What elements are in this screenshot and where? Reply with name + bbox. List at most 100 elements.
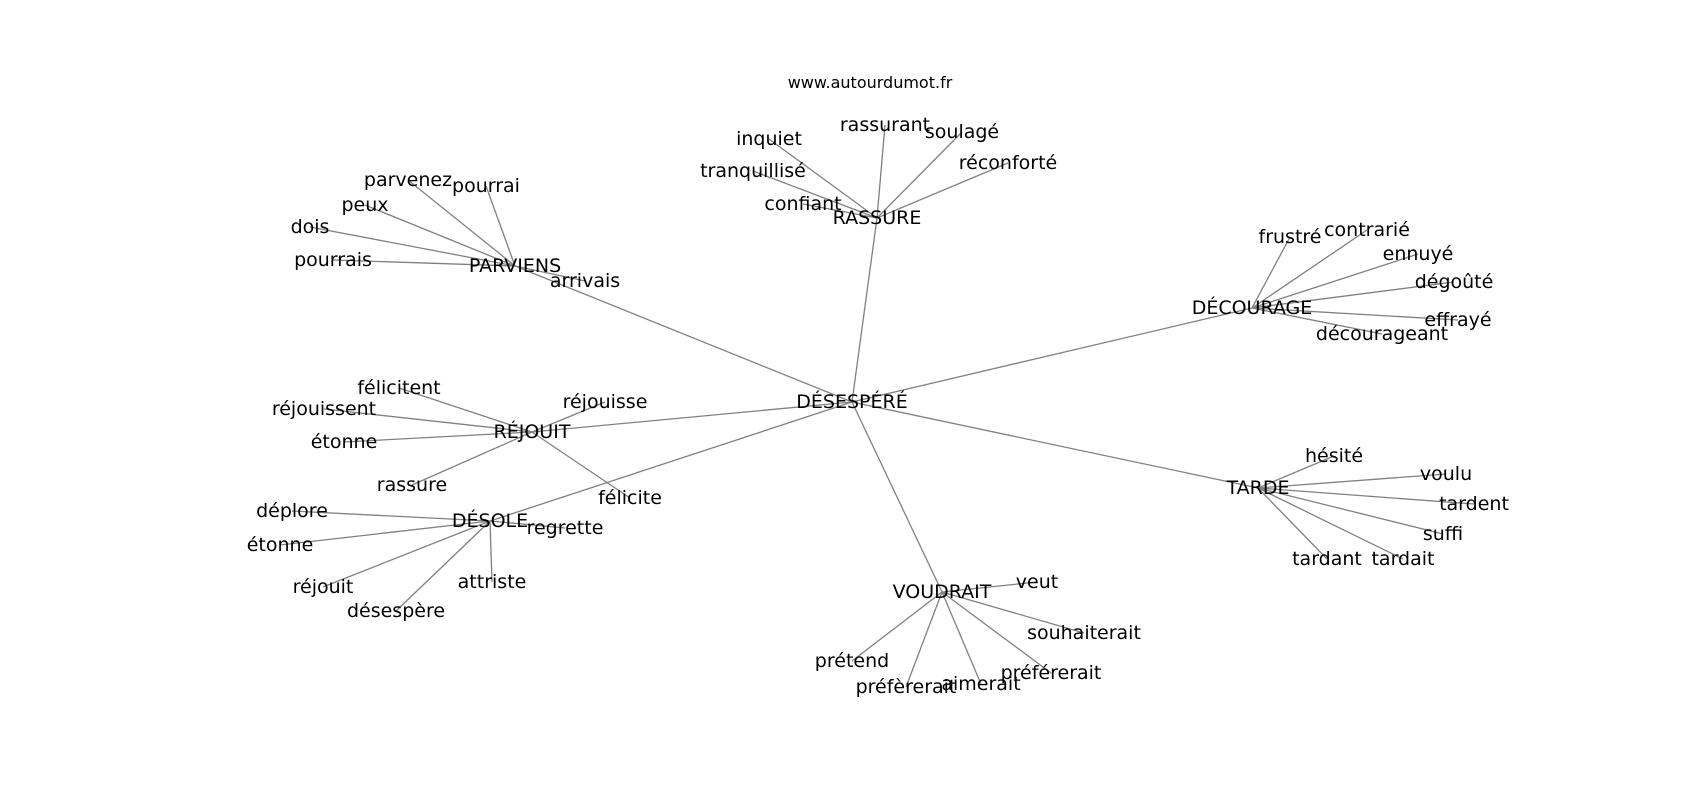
edge-parviens-peux [364, 204, 516, 267]
leaf-node-prefererait[interactable]: préférerait [1001, 662, 1102, 684]
hub-node-desole[interactable]: DÉSOLE [452, 509, 528, 532]
edge-rejouit-rejouisse [531, 401, 606, 433]
edge-parviens-dois [309, 226, 516, 267]
leaf-node-frustre[interactable]: frustré [1259, 226, 1322, 248]
edge-center-rassure [851, 217, 878, 403]
edge-voudrait-souhaiterait [941, 591, 1085, 634]
leaf-node-voulu[interactable]: voulu [1420, 463, 1472, 485]
edge-rassure-soulage [876, 131, 963, 219]
edge-rassure-rassurant [876, 124, 886, 219]
leaf-node-etonne[interactable]: étonne [247, 534, 314, 556]
leaf-node-rejouissent[interactable]: réjouissent [272, 398, 376, 420]
leaf-node-pourrai[interactable]: pourrai [452, 175, 520, 197]
leaf-node-tranquillise[interactable]: tranquillisé [700, 160, 806, 182]
leaf-node-pretend[interactable]: prétend [815, 650, 889, 672]
leaf-node-effraye[interactable]: effrayé [1424, 309, 1491, 331]
leaf-node-confiant[interactable]: confiant [764, 193, 841, 215]
leaf-node-reconforte[interactable]: réconforté [959, 152, 1057, 174]
leaf-node-inquiet[interactable]: inquiet [736, 128, 802, 150]
edge-desole-deplore [291, 510, 491, 522]
leaf-node-peux[interactable]: peux [341, 194, 388, 216]
leaf-node-etonne[interactable]: étonne [311, 431, 378, 453]
leaf-node-aimerait[interactable]: aimerait [941, 673, 1020, 695]
edge-parviens-parvenez [407, 179, 516, 267]
leaf-node-decourageant[interactable]: décourageant [1316, 323, 1448, 345]
edge-tarde-tardant [1257, 487, 1328, 560]
edge-rejouit-etonne [343, 431, 533, 443]
edge-voudrait-prefererait [905, 591, 943, 688]
leaf-node-rassurant[interactable]: rassurant [840, 114, 930, 136]
edge-rassure-inquiet [768, 138, 878, 219]
edge-center-parviens [514, 265, 853, 403]
leaf-node-parvenez[interactable]: parvenez [364, 169, 452, 191]
leaf-node-tardait[interactable]: tardait [1371, 548, 1434, 570]
leaf-node-felicitent[interactable]: félicitent [357, 377, 440, 399]
leaf-node-deplore[interactable]: déplore [256, 500, 328, 522]
edge-center-tarde [851, 401, 1259, 489]
edge-desole-rejouit [322, 520, 491, 588]
edge-decourage-frustre [1251, 236, 1291, 309]
edge-center-rejouit [531, 401, 853, 433]
hub-node-tarde[interactable]: TARDE [1226, 477, 1290, 499]
edge-desole-attriste [489, 520, 493, 583]
leaf-node-pourrais[interactable]: pourrais [294, 249, 372, 271]
leaf-node-rassure[interactable]: rassure [377, 474, 447, 496]
edge-rejouit-felicite [531, 431, 631, 499]
leaf-node-degoute[interactable]: dégoûté [1415, 271, 1494, 293]
edge-decourage-ennuye [1251, 253, 1419, 309]
leaf-node-felicite[interactable]: félicite [598, 487, 662, 509]
edge-decourage-effraye [1251, 307, 1459, 321]
leaf-node-dois[interactable]: dois [291, 216, 330, 238]
hub-node-voudrait[interactable]: VOUDRAIT [893, 581, 992, 603]
edge-rassure-tranquillise [752, 170, 878, 219]
hub-node-rejouit[interactable]: RÉJOUIT [494, 420, 571, 443]
leaf-node-souhaiterait[interactable]: souhaiterait [1027, 622, 1141, 644]
leaf-node-rejouisse[interactable]: réjouisse [563, 391, 648, 413]
edge-voudrait-veut [941, 581, 1038, 593]
edge-voudrait-aimerait [941, 591, 982, 685]
edge-center-voudrait [851, 401, 943, 593]
edge-parviens-arrivais [514, 265, 586, 282]
edge-rassure-reconforte [876, 162, 1009, 219]
leaf-node-veut[interactable]: veut [1016, 571, 1058, 593]
edge-decourage-degoute [1251, 281, 1455, 309]
edge-rejouit-felicitent [398, 387, 533, 433]
edge-tarde-hesite [1257, 455, 1335, 489]
leaf-node-prefererait[interactable]: préfèrerait [856, 676, 957, 698]
leaf-node-ennuye[interactable]: ennuyé [1383, 243, 1454, 265]
edge-rejouit-rassure [411, 431, 533, 486]
edge-center-decourage [851, 307, 1253, 403]
edge-tarde-voulu [1257, 473, 1447, 489]
edge-parviens-pourrais [332, 259, 516, 267]
hub-node-decourage[interactable]: DÉCOURAGE [1192, 296, 1313, 319]
edges [279, 124, 1475, 688]
leaf-node-tardant[interactable]: tardant [1292, 548, 1362, 570]
leaf-node-attriste[interactable]: attriste [458, 571, 527, 593]
hub-node-rassure[interactable]: RASSURE [833, 207, 922, 229]
leaf-node-arrivais[interactable]: arrivais [550, 270, 620, 292]
leaf-node-contrarie[interactable]: contrarié [1324, 219, 1410, 241]
leaf-node-desespere[interactable]: désespère [347, 600, 445, 622]
edge-voudrait-pretend [851, 591, 943, 662]
edge-tarde-tardait [1257, 487, 1404, 560]
edge-tarde-suffi [1257, 487, 1444, 535]
center-node[interactable]: DÉSESPÉRÉ [796, 390, 907, 413]
leaf-node-soulage[interactable]: soulagé [925, 121, 999, 143]
edge-rassure-confiant [802, 203, 878, 219]
edge-tarde-tardent [1257, 487, 1475, 505]
leaf-node-hesite[interactable]: hésité [1305, 445, 1363, 467]
edge-rejouit-rejouissent [323, 408, 533, 433]
edge-desole-regrette [489, 520, 566, 529]
leaf-node-rejouit[interactable]: réjouit [293, 576, 354, 598]
leaf-node-tardent[interactable]: tardent [1439, 493, 1509, 515]
leaf-node-suffi[interactable]: suffi [1423, 523, 1463, 545]
edge-desole-etonne [279, 520, 491, 546]
edge-desole-desespere [395, 520, 491, 612]
edge-parviens-pourrai [485, 185, 516, 267]
hub-node-parviens[interactable]: PARVIENS [469, 255, 561, 277]
edge-voudrait-prefererait [941, 591, 1052, 674]
edge-decourage-decourageant [1251, 307, 1383, 335]
leaf-node-regrette[interactable]: regrette [527, 517, 604, 539]
